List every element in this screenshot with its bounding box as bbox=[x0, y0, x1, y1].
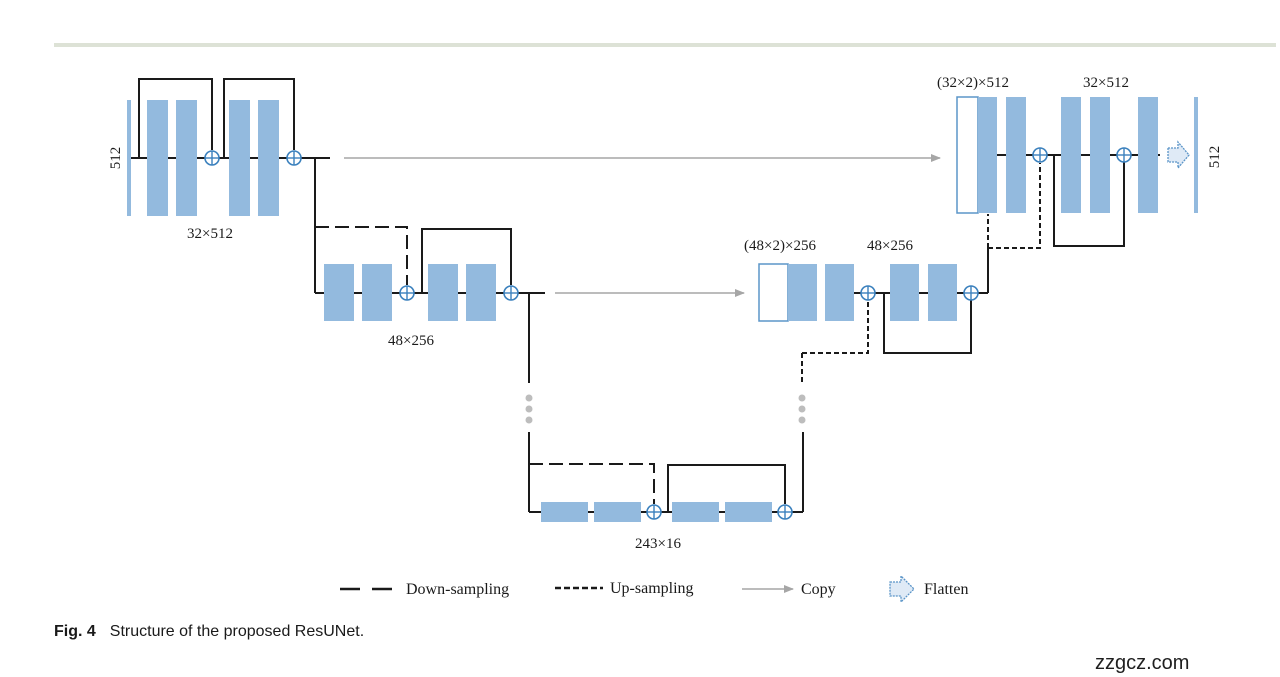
conv-block bbox=[890, 264, 919, 321]
legend-label: Copy bbox=[801, 581, 836, 598]
conv-block bbox=[825, 264, 854, 321]
add-node bbox=[204, 150, 220, 166]
conv-block bbox=[258, 100, 279, 216]
conv-block bbox=[466, 264, 496, 321]
add-node bbox=[646, 504, 662, 520]
legend-copy: Copy bbox=[742, 581, 836, 598]
conv-block bbox=[725, 502, 772, 522]
dec2-concat-label: (48×2)×256 bbox=[744, 238, 816, 254]
add-node bbox=[860, 285, 876, 301]
encoder-level-2: 48×256 bbox=[315, 226, 545, 349]
legend-label: Up-sampling bbox=[610, 580, 694, 597]
legend: Down-sampling Up-sampling Copy Flatten bbox=[340, 574, 968, 604]
legend-label: Down-sampling bbox=[406, 581, 509, 598]
bottleneck: 243×16 bbox=[529, 463, 803, 552]
residual-skip bbox=[667, 464, 786, 512]
figure-title: Structure of the proposed ResUNet. bbox=[109, 623, 365, 640]
figure-number: Fig. 4 bbox=[54, 623, 96, 640]
residual-skip bbox=[883, 293, 972, 354]
conv-block bbox=[978, 97, 997, 213]
dec1-concat-label: (32×2)×512 bbox=[937, 75, 1009, 91]
upsample-skip bbox=[802, 300, 869, 354]
downsample-skip bbox=[529, 463, 655, 504]
input-size-label: 512 bbox=[108, 147, 124, 170]
conv-block bbox=[928, 264, 957, 321]
output-bar bbox=[1194, 97, 1198, 213]
dec2-out-label: 48×256 bbox=[867, 238, 913, 254]
conv-block bbox=[788, 264, 817, 321]
copied-features bbox=[956, 96, 979, 214]
conv-block bbox=[672, 502, 719, 522]
residual-skip bbox=[138, 78, 213, 158]
legend-flatten: Flatten bbox=[889, 574, 968, 604]
conv-block bbox=[1006, 97, 1026, 213]
add-node bbox=[286, 150, 302, 166]
flatten-arrow-icon bbox=[889, 574, 915, 604]
legend-up-sampling: Up-sampling bbox=[555, 580, 694, 597]
add-node bbox=[777, 504, 793, 520]
input-bar bbox=[127, 100, 131, 216]
legend-down-sampling: Down-sampling bbox=[340, 581, 509, 598]
watermark: zzgcz.com bbox=[1095, 652, 1190, 674]
decoder-level-1: 512 (32×2)×512 32×512 bbox=[344, 75, 1223, 249]
add-node bbox=[963, 285, 979, 301]
decoder-level-2: (48×2)×256 48×256 bbox=[555, 238, 988, 382]
conv-block bbox=[362, 264, 392, 321]
copied-features bbox=[758, 263, 789, 322]
dec1-out-label: 32×512 bbox=[1083, 75, 1129, 91]
conv-block bbox=[1138, 97, 1158, 213]
conv-block bbox=[324, 264, 354, 321]
add-node bbox=[1116, 147, 1132, 163]
residual-skip bbox=[421, 228, 512, 293]
header-divider bbox=[54, 43, 1276, 47]
conv-block bbox=[1061, 97, 1081, 213]
downsample-skip bbox=[315, 226, 408, 285]
conv-block bbox=[229, 100, 250, 216]
conv-block bbox=[594, 502, 641, 522]
upsample-skip bbox=[988, 163, 1041, 249]
figure-caption: Fig. 4 Structure of the proposed ResUNet. bbox=[54, 623, 364, 641]
output-size-label: 512 bbox=[1207, 146, 1223, 169]
residual-skip bbox=[223, 78, 295, 158]
flatten-arrow-icon bbox=[1167, 140, 1190, 170]
legend-label: Flatten bbox=[924, 581, 968, 598]
conv-block bbox=[1090, 97, 1110, 213]
add-node bbox=[399, 285, 415, 301]
conv-block bbox=[541, 502, 588, 522]
add-node bbox=[503, 285, 519, 301]
encoder-level-1: 512 32×512 bbox=[108, 78, 330, 242]
conv-block bbox=[176, 100, 197, 216]
bottleneck-shape-label: 243×16 bbox=[635, 536, 681, 552]
residual-skip bbox=[1053, 155, 1125, 247]
conv-block bbox=[428, 264, 458, 321]
enc2-shape-label: 48×256 bbox=[388, 333, 434, 349]
ellipsis-dots bbox=[798, 394, 806, 424]
enc1-shape-label: 32×512 bbox=[187, 226, 233, 242]
add-node bbox=[1032, 147, 1048, 163]
conv-block bbox=[147, 100, 168, 216]
resunet-diagram: 512 32×512 48×256 243×16 bbox=[108, 75, 1223, 604]
ellipsis-dots bbox=[525, 394, 533, 424]
